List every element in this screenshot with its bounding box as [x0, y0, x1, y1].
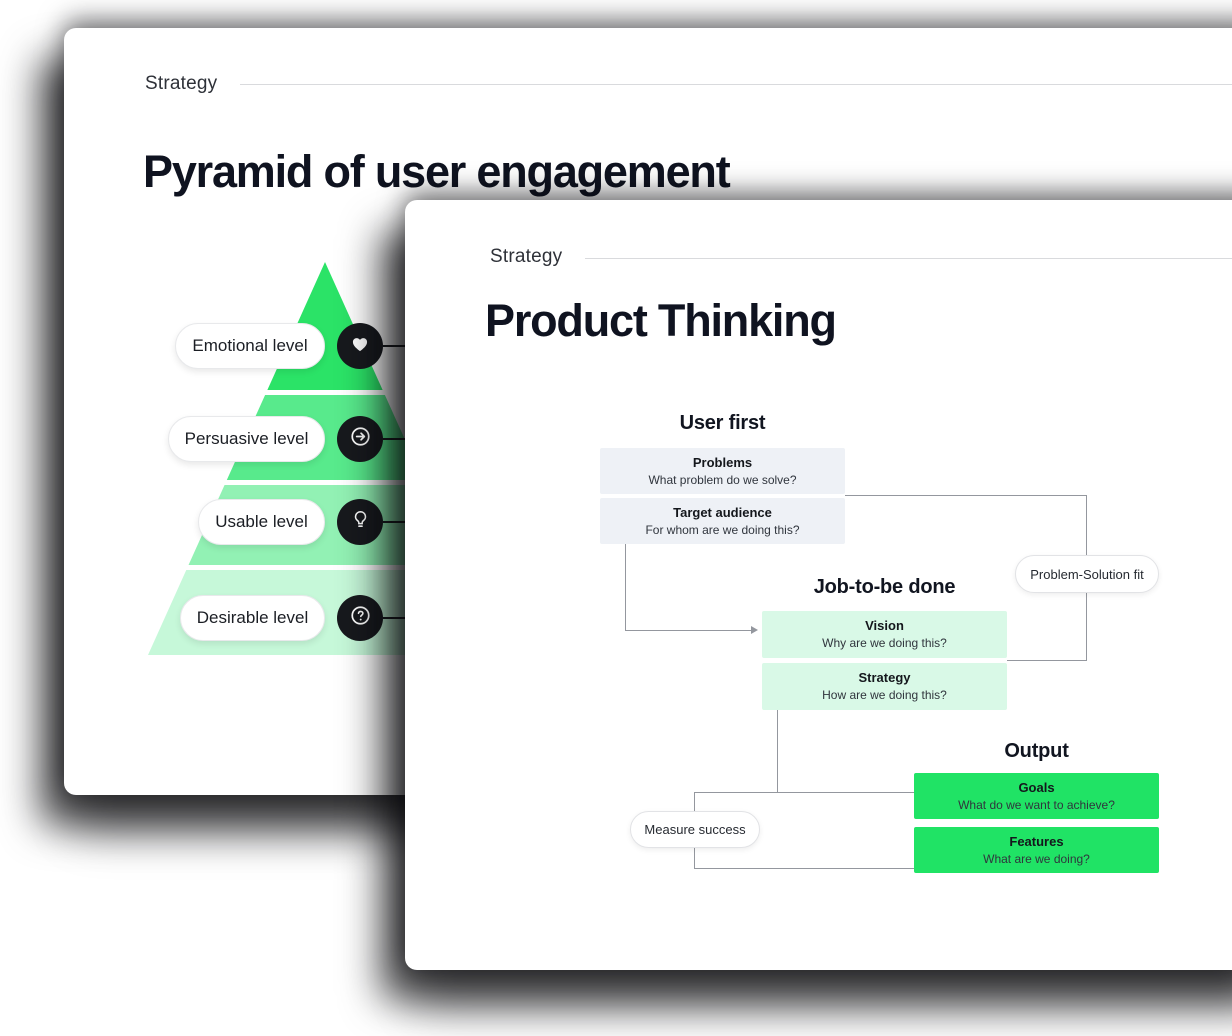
connector-line: [1007, 660, 1087, 661]
box-title: Strategy: [858, 670, 911, 685]
goals-box: Goals What do we want to achieve?: [914, 773, 1159, 819]
connector-line: [1086, 593, 1087, 661]
strategy-box: Strategy How are we doing this?: [762, 663, 1007, 710]
box-subtitle: What are we doing?: [983, 852, 1090, 866]
pill-label: Measure success: [644, 822, 746, 837]
pyramid-slide-title: Pyramid of user engagement: [143, 146, 731, 197]
box-subtitle: What do we want to achieve?: [958, 798, 1115, 812]
box-title: Vision: [865, 618, 904, 633]
level-pill-persuasive: Persuasive level: [168, 416, 325, 462]
level-pill-desirable: Desirable level: [180, 595, 325, 641]
problem-solution-fit-pill: Problem-Solution fit: [1015, 555, 1159, 593]
box-subtitle: Why are we doing this?: [822, 636, 947, 650]
connector-line: [1086, 495, 1087, 555]
level-pill-usable: Usable level: [198, 499, 325, 545]
level-pill-label: Emotional level: [192, 336, 308, 355]
level-connector-line: [383, 521, 411, 523]
features-box: Features What are we doing?: [914, 827, 1159, 873]
job-to-be-done-heading: Job-to-be done: [813, 576, 956, 598]
connector-line: [625, 544, 626, 630]
box-title: Goals: [1018, 780, 1055, 795]
vision-box: Vision Why are we doing this?: [762, 611, 1007, 658]
level-connector-line: [383, 438, 411, 440]
connector-line: [694, 792, 695, 811]
level-pill-label: Persuasive level: [184, 429, 309, 448]
usable-level-badge: [337, 499, 383, 545]
target-audience-box: Target audience For whom are we doing th…: [600, 498, 845, 544]
pyramid-slide-eyebrow: Strategy: [145, 73, 218, 94]
level-pill-label: Usable level: [215, 512, 308, 531]
heart-icon: [350, 334, 370, 359]
pyramid-slide-eyebrow-rule: [240, 84, 1232, 85]
level-pill-label: Desirable level: [196, 608, 309, 627]
level-pill-emotional: Emotional level: [175, 323, 325, 369]
box-title: Features: [1009, 834, 1064, 849]
connector-line: [625, 630, 751, 631]
connector-line: [845, 495, 1086, 496]
arrow-circle-icon: [349, 425, 372, 453]
level-connector-line: [383, 617, 411, 619]
product-thinking-slide-card: Strategy Product Thinking User first Pro…: [405, 200, 1232, 970]
box-subtitle: What problem do we solve?: [648, 473, 797, 487]
product-thinking-title: Product Thinking: [485, 295, 837, 346]
box-title: Problems: [692, 455, 753, 470]
box-subtitle: How are we doing this?: [822, 688, 947, 702]
output-heading: Output: [1004, 740, 1069, 762]
product-thinking-eyebrow-rule: [585, 258, 1232, 259]
measure-success-pill: Measure success: [630, 811, 760, 848]
emotional-level-badge: [337, 323, 383, 369]
product-thinking-eyebrow: Strategy: [490, 246, 563, 267]
question-circle-icon: [349, 604, 372, 632]
connector-line: [694, 792, 914, 793]
user-first-heading: User first: [679, 412, 766, 434]
arrowhead-icon: [751, 626, 758, 634]
problems-box: Problems What problem do we solve?: [600, 448, 845, 494]
box-title: Target audience: [673, 505, 772, 520]
persuasive-level-badge: [337, 416, 383, 462]
desirable-level-badge: [337, 595, 383, 641]
connector-line: [694, 868, 914, 869]
pill-label: Problem-Solution fit: [1030, 566, 1144, 582]
connector-line: [777, 710, 778, 792]
connector-line: [694, 848, 695, 868]
box-subtitle: For whom are we doing this?: [645, 523, 800, 537]
lightbulb-icon: [350, 509, 371, 535]
level-connector-line: [383, 345, 411, 347]
